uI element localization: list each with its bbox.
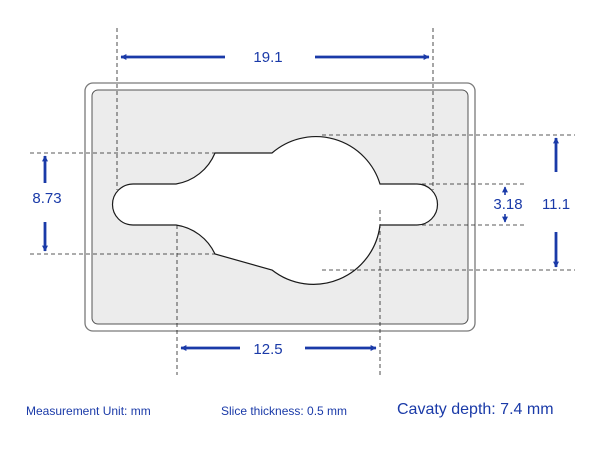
keyhole-cavity bbox=[111, 136, 439, 285]
dim-right-inner-height: 3.18 bbox=[493, 196, 522, 213]
cavity-depth-note: Cavaty depth: 7.4 mm bbox=[397, 401, 554, 418]
slice-thickness-note: Slice thickness: 0.5 mm bbox=[221, 404, 348, 418]
dim-top-width: 19.1 bbox=[253, 49, 282, 66]
dim-bottom-width: 12.5 bbox=[253, 341, 282, 358]
dim-right-outer-height: 11.1 bbox=[542, 196, 570, 213]
extension-lines bbox=[30, 28, 575, 375]
dim-left-height: 8.73 bbox=[32, 190, 61, 207]
dimension-arrows bbox=[42, 54, 559, 351]
measurement-unit-note: Measurement Unit: mm bbox=[26, 404, 151, 418]
